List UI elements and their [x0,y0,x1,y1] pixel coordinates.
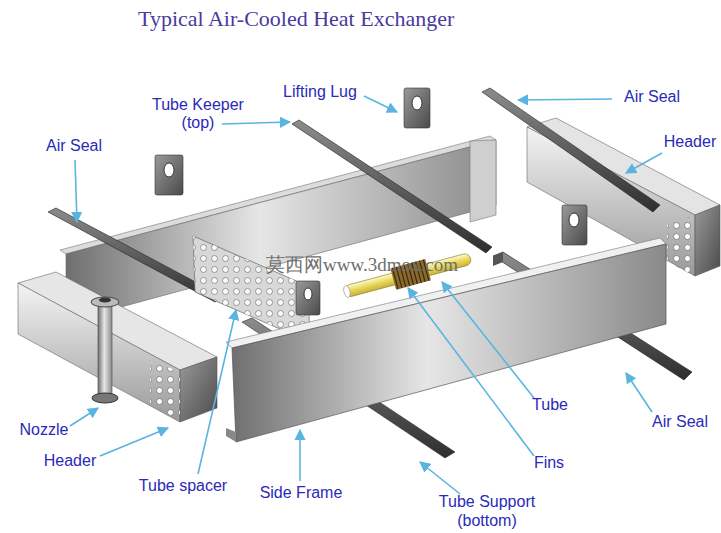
leader-lines [70,96,662,494]
part-label: Air Seal [624,88,680,106]
diagram-title: Typical Air-Cooled Heat Exchanger [138,6,454,32]
part-label: Side Frame [260,484,343,502]
part-label: Tube spacer [139,477,227,495]
watermark: 莫西网www.3dmox.com [266,254,458,276]
part-label: Fins [534,454,564,472]
part-label: Header [664,133,716,151]
part-label: Tube Support (bottom) [427,493,547,530]
part-label: Lifting Lug [283,83,357,101]
part-label: Tube [532,396,568,414]
part-label: Nozzle [20,421,69,439]
part-label: Air Seal [652,413,708,431]
part-label: Tube Keeper (top) [148,96,248,133]
part-label: Header [44,452,96,470]
part-label: Air Seal [46,137,102,155]
